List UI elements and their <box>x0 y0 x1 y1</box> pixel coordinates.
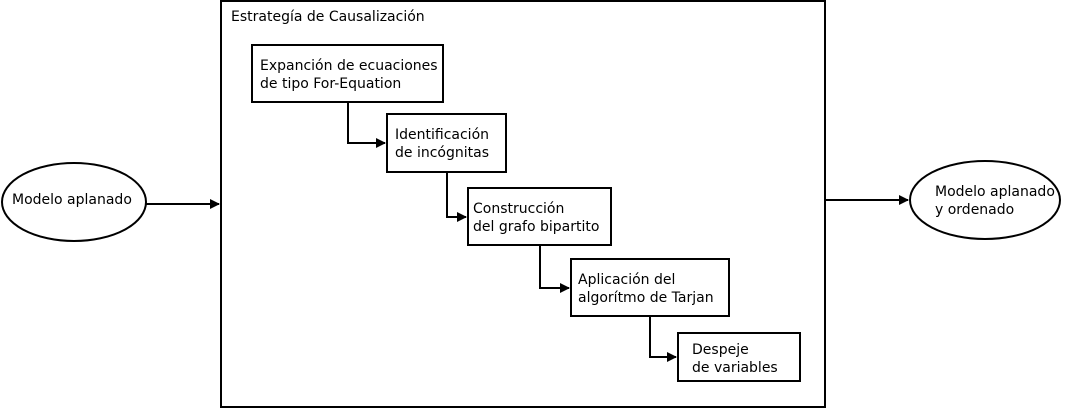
step-label-line-1: Identificación <box>395 127 490 143</box>
step-box-solve <box>677 332 801 382</box>
step-label-construction: Construcción del grafo bipartito <box>473 200 599 236</box>
output-node-line-2: y ordenado <box>935 202 1015 218</box>
step-label-line-1: Construcción <box>473 201 565 217</box>
step-box-identification <box>386 113 507 173</box>
output-node-line-1: Modelo aplanado <box>935 184 1055 200</box>
step-label-line-1: Expanción de ecuaciones <box>260 58 438 74</box>
connector-arrow-1 <box>347 102 386 148</box>
input-node-ellipse <box>1 162 147 242</box>
connector-arrow-2 <box>446 172 467 222</box>
step-label-expansion: Expanción de ecuaciones de tipo For-Equa… <box>260 57 438 93</box>
connector-arrow-3 <box>539 245 570 293</box>
container-title: Estrategía de Causalización <box>231 9 425 25</box>
step-label-line-1: Aplicación del <box>578 272 676 288</box>
output-node-ellipse <box>909 160 1061 240</box>
step-label-line-2: de variables <box>692 360 778 376</box>
step-box-construction <box>467 187 612 246</box>
step-label-identification: Identificación de incógnitas <box>395 126 489 162</box>
input-node-label: Modelo aplanado <box>12 192 132 208</box>
step-label-line-2: algorítmo de Tarjan <box>578 290 714 306</box>
connector-arrow-4 <box>649 316 677 362</box>
step-box-tarjan <box>570 258 730 317</box>
step-label-line-2: de incógnitas <box>395 145 489 161</box>
step-label-line-2: del grafo bipartito <box>473 219 600 235</box>
step-label-solve: Despeje de variables <box>692 341 778 377</box>
output-node-label: Modelo aplanado y ordenado <box>935 183 1055 219</box>
step-label-line-2: de tipo For-Equation <box>260 76 402 92</box>
step-label-line-1: Despeje <box>692 342 749 358</box>
step-label-tarjan: Aplicación del algorítmo de Tarjan <box>578 271 714 307</box>
